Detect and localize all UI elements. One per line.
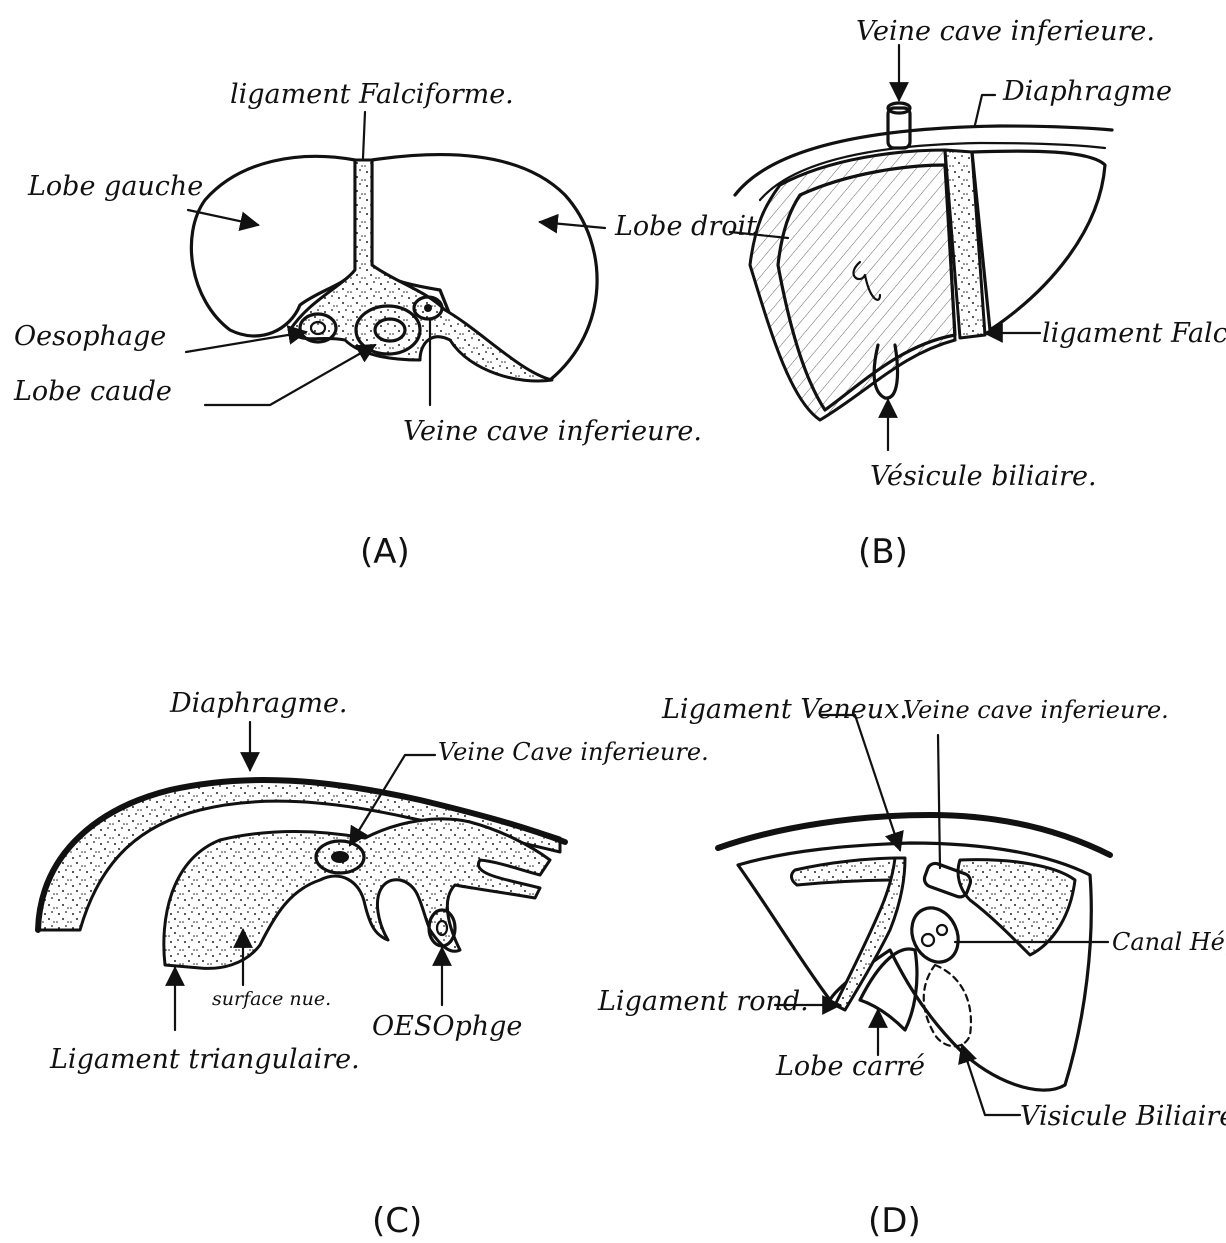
label-diaphragme-c: Diaphragme.: [169, 688, 348, 719]
ivc-lumen: [424, 304, 432, 312]
ligament-veneux-leader-d: [820, 715, 900, 850]
gallbladder-d: [924, 965, 971, 1046]
caption-b: (B): [858, 532, 908, 572]
ivc-lumen-c: [331, 851, 349, 863]
diaphragme-leader-b: [975, 95, 995, 125]
label-veine-cave-b: Veine cave inferieure.: [856, 16, 1155, 47]
caption-d: (D): [868, 1201, 921, 1241]
label-ligament-triangulaire: Ligament triangulaire.: [49, 1044, 360, 1075]
panel-c: Diaphragme. Veine Cave inferieure. surfa…: [38, 688, 709, 1241]
label-oesophage: Oesophage: [14, 321, 166, 352]
label-veine-cave-a: Veine cave inferieure.: [403, 416, 702, 447]
panel-b: Veine cave inferieure. Diaphragme ligame…: [730, 16, 1226, 572]
hepatic-lumen-2: [937, 925, 947, 935]
label-ligament-falciforme: ligament Falciforme.: [230, 79, 514, 110]
label-vesicule-b: Vésicule biliaire.: [870, 461, 1097, 492]
label-oesophage-c: OESOphge: [372, 1011, 522, 1042]
label-vesicule-d: Visicule Biliaire.: [1020, 1101, 1226, 1132]
left-channel-d: [791, 858, 900, 885]
lobe-gauche-arrow: [188, 210, 258, 225]
label-surface-nue: surface nue.: [212, 988, 331, 1010]
hepatic-lumen-1: [922, 934, 934, 946]
panel-a: ligament Falciforme. Lobe gauche Lobe dr…: [13, 79, 757, 572]
label-diaphragme-b: Diaphragme: [1002, 76, 1172, 107]
left-lobe-b: [972, 151, 1105, 330]
veine-cave-leader-d: [938, 735, 940, 868]
label-lobe-carre: Lobe carré: [775, 1051, 925, 1082]
label-lobe-gauche-text: Lobe gauche: [27, 171, 203, 202]
label-ligament-falciforme-b: ligament Falciforme: [1042, 318, 1226, 349]
diaphragm-line-d: [718, 815, 1110, 855]
caption-c: (C): [372, 1201, 422, 1241]
lobe-droit-arrow: [540, 222, 605, 228]
label-ligament-veneux-text: Ligament Veneux.: [661, 694, 908, 725]
label-lobe-droit: Lobe droit: [614, 211, 757, 242]
label-lobe-caude: Lobe caude: [13, 376, 172, 407]
lobe-caude-arrow: [205, 345, 375, 405]
panel-d: Ligament Veneux. Veine cave inferieure. …: [597, 694, 1226, 1241]
vesicule-arrow-d: [962, 1045, 1020, 1115]
label-ligament-veneux: Ligament Veneux.: [661, 694, 908, 725]
label-ligament-rond: Ligament rond.: [597, 986, 809, 1017]
caption-a: (A): [360, 532, 410, 572]
label-veine-cave-d: Veine cave inferieure.: [903, 696, 1169, 724]
falciforme-leader: [363, 112, 365, 158]
hepatic-duct-d: [903, 900, 967, 969]
liver-body-c: [164, 819, 550, 968]
label-canal-hepatique: Canal Hépatique Commune: [1112, 928, 1226, 956]
label-lobe-gauche: Lobe gauche: [27, 171, 203, 202]
label-veine-cave-c: Veine Cave inferieure.: [438, 738, 709, 766]
right-region-d: [958, 860, 1075, 955]
caudate-stipple: [290, 160, 552, 381]
